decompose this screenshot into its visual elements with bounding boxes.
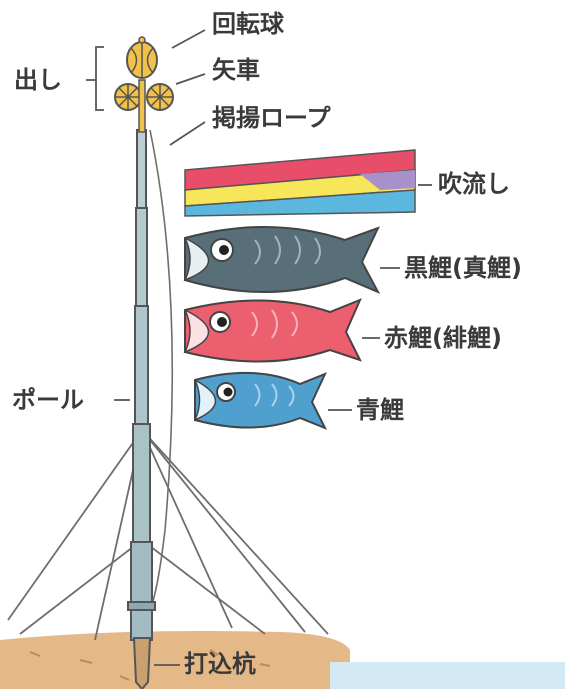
label-aogoi: 青鯉 <box>356 396 404 424</box>
label-yaguruma: 矢車 <box>212 56 260 84</box>
yaguruma-right <box>146 83 174 111</box>
label-dashi: 出し <box>14 66 62 94</box>
label-magoi: 黒鯉(真鯉) <box>404 254 522 282</box>
label-fukinagashi: 吹流し <box>438 170 510 198</box>
label-stake: 打込杭 <box>184 650 256 678</box>
kaitenkyu-ball <box>126 36 158 79</box>
red-carp <box>183 298 362 363</box>
blue-carp <box>193 371 328 430</box>
label-pole: ポール <box>12 386 84 414</box>
guy-wires <box>7 429 329 641</box>
fukinagashi-streamer <box>184 149 416 217</box>
yaguruma-left <box>114 83 142 111</box>
label-kaitenkyu: 回転球 <box>212 10 284 38</box>
label-higoi: 赤鯉(緋鯉) <box>384 324 502 352</box>
black-carp <box>183 225 381 295</box>
ground <box>0 631 350 689</box>
leader-lines <box>86 29 432 666</box>
pole <box>127 129 156 641</box>
water-strip <box>330 662 565 689</box>
label-rope: 掲揚ロープ <box>212 104 331 132</box>
stake-shape <box>132 637 152 689</box>
hoisting-rope-line <box>149 129 174 611</box>
